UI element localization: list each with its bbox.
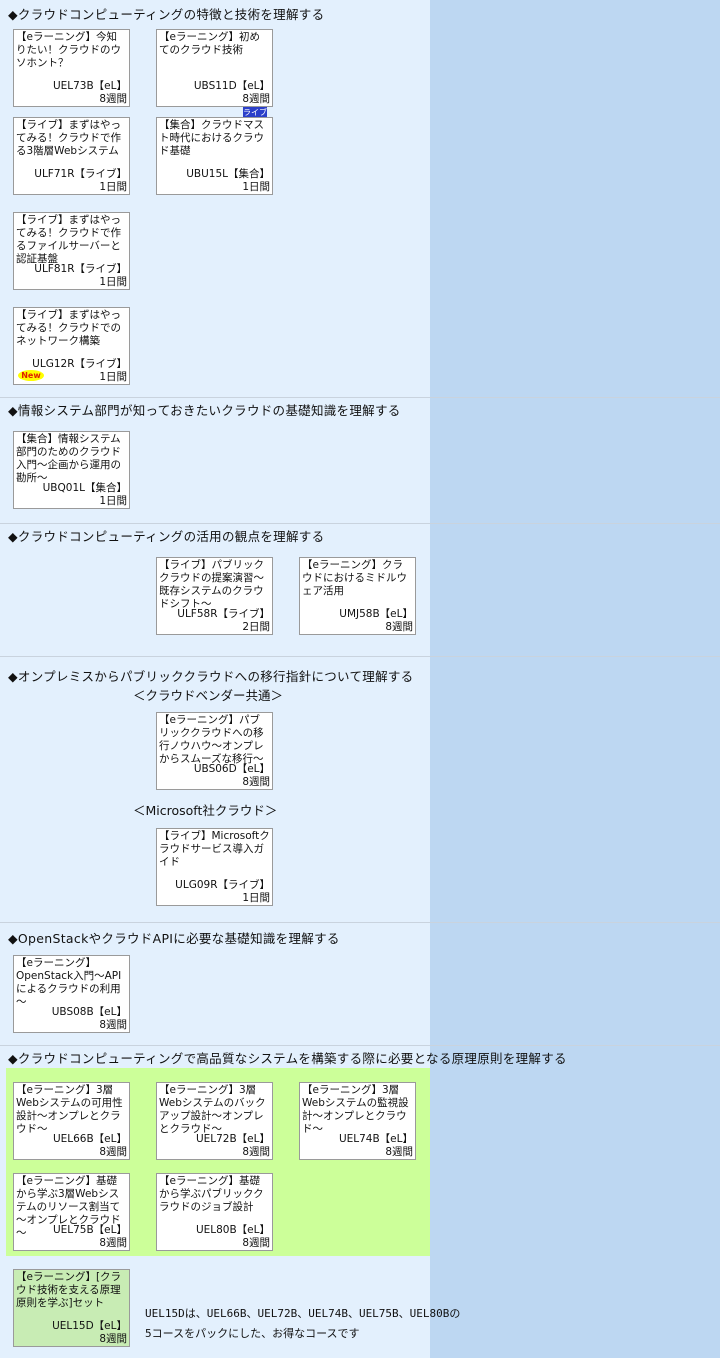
course-duration: 8週間 <box>242 93 270 105</box>
course-card[interactable]: 【集合】情報システム部門のためのクラウド入門～企画から運用の勘所～ UBQ01L… <box>13 431 130 509</box>
course-code: UEL73B【eL】 <box>52 80 127 92</box>
set-description: UEL15Dは、UEL66B、UEL72B、UEL74B、UEL75B、UEL8… <box>145 1304 460 1344</box>
course-code: UBU15L【集合】 <box>186 168 270 180</box>
section-heading: ◆OpenStackやクラウドAPIに必要な基礎知識を理解する <box>8 931 340 946</box>
course-code: ULF81R【ライブ】 <box>34 263 127 275</box>
course-title[interactable]: 【eラーニング】基礎から学ぶパブリッククラウドのジョブ設計 <box>159 1175 264 1213</box>
section-heading: ◆オンプレミスからパブリッククラウドへの移行指針について理解する <box>8 669 414 684</box>
course-title[interactable]: 【集合】クラウドマスト時代におけるクラウド基礎 <box>159 119 264 157</box>
course-code: UBS11D【eL】 <box>193 80 270 92</box>
course-card[interactable]: 【ライブ】パブリッククラウドの提案演習～既存システムのクラウドシフト～ ULF5… <box>156 557 273 635</box>
course-duration: 1日間 <box>99 181 127 193</box>
course-duration: 2日間 <box>242 621 270 633</box>
course-title[interactable]: 【ライブ】まずはやってみる！クラウドで作るファイルサーバーと認証基盤 <box>16 214 121 265</box>
course-duration: 1日間 <box>99 495 127 507</box>
course-title[interactable]: 【eラーニング】初めてのクラウド技術 <box>159 31 260 56</box>
course-code: UMJ58B【eL】 <box>339 608 413 620</box>
course-title[interactable]: 【eラーニング】クラウドにおけるミドルウェア活用 <box>302 559 407 597</box>
course-code: UEL75B【eL】 <box>52 1224 127 1236</box>
course-code: ULG12R【ライブ】 <box>32 358 127 370</box>
course-card[interactable]: 【eラーニング】OpenStack入門～APIによるクラウドの利用～ UBS08… <box>13 955 130 1033</box>
course-card[interactable]: 【eラーニング】3層Webシステムのバックアップ設計～オンプレとクラウド～ UE… <box>156 1082 273 1160</box>
course-code: UBS06D【eL】 <box>193 763 270 775</box>
course-code: UBQ01L【集合】 <box>42 482 127 494</box>
course-code: UEL72B【eL】 <box>195 1133 270 1145</box>
course-card[interactable]: 【eラーニング】パブリッククラウドへの移行ノウハウ～オンプレからスムーズな移行～… <box>156 712 273 790</box>
course-title[interactable]: 【eラーニング】今知りたい！クラウドのウソホント？ <box>16 31 121 69</box>
course-title[interactable]: 【eラーニング】パブリッククラウドへの移行ノウハウ～オンプレからスムーズな移行～ <box>159 714 264 765</box>
course-card[interactable]: 【eラーニング】3層Webシステムの監視設計～オンプレとクラウド～ UEL74B… <box>299 1082 416 1160</box>
course-duration: 1日間 <box>242 181 270 193</box>
course-title[interactable]: 【eラーニング】3層Webシステムの可用性設計～オンプレとクラウド～ <box>16 1084 123 1135</box>
section-heading: ◆クラウドコンピューティングの特徴と技術を理解する <box>8 7 325 22</box>
course-title[interactable]: 【ライブ】パブリッククラウドの提案演習～既存システムのクラウドシフト～ <box>159 559 264 610</box>
course-card[interactable]: 【eラーニング】[クラウド技術を支える原理原則を学ぶ]セット UEL15D【eL… <box>13 1269 130 1347</box>
section-heading: ◆クラウドコンピューティングで高品質なシステムを構築する際に必要となる原理原則を… <box>8 1051 567 1066</box>
course-title[interactable]: 【ライブ】まずはやってみる！クラウドで作る3階層Webシステム <box>16 119 121 157</box>
course-code: ULG09R【ライブ】 <box>175 879 270 891</box>
course-code: UEL15D【eL】 <box>52 1320 127 1332</box>
course-duration: 8週間 <box>242 1237 270 1249</box>
course-code: UEL80B【eL】 <box>195 1224 270 1236</box>
course-code: UEL66B【eL】 <box>52 1133 127 1145</box>
new-badge: New <box>18 370 44 381</box>
course-title[interactable]: 【eラーニング】OpenStack入門～APIによるクラウドの利用～ <box>16 957 122 1008</box>
course-card[interactable]: 【ライブ】Microsoftクラウドサービス導入ガイド ULG09R【ライブ】 … <box>156 828 273 906</box>
course-duration: 8週間 <box>99 93 127 105</box>
course-title[interactable]: 【ライブ】Microsoftクラウドサービス導入ガイド <box>159 830 270 868</box>
section-divider <box>0 922 720 923</box>
course-duration: 8週間 <box>385 1146 413 1158</box>
course-code: ULF71R【ライブ】 <box>34 168 127 180</box>
course-duration: 8週間 <box>99 1146 127 1158</box>
course-card[interactable]: 【eラーニング】今知りたい！クラウドのウソホント？ UEL73B【eL】 8週間 <box>13 29 130 107</box>
course-card[interactable]: 【ライブ】まずはやってみる！クラウドで作る3階層Webシステム ULF71R【ラ… <box>13 117 130 195</box>
course-duration: 8週間 <box>99 1237 127 1249</box>
set-description-line: 5コースをパックにした、お得なコースです <box>145 1327 360 1340</box>
course-title[interactable]: 【eラーニング】3層Webシステムの監視設計～オンプレとクラウド～ <box>302 1084 409 1135</box>
section-divider <box>0 656 720 657</box>
course-card[interactable]: 【eラーニング】初めてのクラウド技術 UBS11D【eL】 8週間 <box>156 29 273 107</box>
section-divider <box>0 397 720 398</box>
section-heading: ◆情報システム部門が知っておきたいクラウドの基礎知識を理解する <box>8 403 401 418</box>
course-duration: 8週間 <box>99 1019 127 1031</box>
course-duration: 8週間 <box>385 621 413 633</box>
course-card[interactable]: 【eラーニング】クラウドにおけるミドルウェア活用 UMJ58B【eL】 8週間 <box>299 557 416 635</box>
course-card[interactable]: 【eラーニング】3層Webシステムの可用性設計～オンプレとクラウド～ UEL66… <box>13 1082 130 1160</box>
course-title[interactable]: 【eラーニング】[クラウド技術を支える原理原則を学ぶ]セット <box>16 1271 122 1309</box>
course-title[interactable]: 【eラーニング】基礎から学ぶ3層Webシステムのリソース割当て～オンプレとクラウ… <box>16 1175 121 1239</box>
course-card[interactable]: 【集合】クラウドマスト時代におけるクラウド基礎 UBU15L【集合】 1日間 <box>156 117 273 195</box>
course-title[interactable]: 【eラーニング】3層Webシステムのバックアップ設計～オンプレとクラウド～ <box>159 1084 266 1135</box>
live-badge: ライブ <box>243 107 267 118</box>
course-duration: 8週間 <box>242 1146 270 1158</box>
course-title[interactable]: 【ライブ】まずはやってみる！クラウドでのネットワーク構築 <box>16 309 121 347</box>
course-duration: 1日間 <box>242 892 270 904</box>
subheading-vendor-common: ＜クラウドベンダー共通＞ <box>133 688 284 703</box>
course-card[interactable]: 【ライブ】まずはやってみる！クラウドで作るファイルサーバーと認証基盤 ULF81… <box>13 212 130 290</box>
section-divider <box>0 523 720 524</box>
course-code: ULF58R【ライブ】 <box>177 608 270 620</box>
course-duration: 8週間 <box>99 1333 127 1345</box>
subheading-microsoft: ＜Microsoft社クラウド＞ <box>133 803 278 818</box>
course-duration: 8週間 <box>242 776 270 788</box>
course-card[interactable]: 【eラーニング】基礎から学ぶ3層Webシステムのリソース割当て～オンプレとクラウ… <box>13 1173 130 1251</box>
course-title[interactable]: 【集合】情報システム部門のためのクラウド入門～企画から運用の勘所～ <box>16 433 121 484</box>
course-code: UEL74B【eL】 <box>338 1133 413 1145</box>
course-card[interactable]: 【ライブ】まずはやってみる！クラウドでのネットワーク構築 ULG12R【ライブ】… <box>13 307 130 385</box>
section-heading: ◆クラウドコンピューティングの活用の観点を理解する <box>8 529 325 544</box>
course-code: UBS08B【eL】 <box>51 1006 127 1018</box>
set-description-line: UEL15Dは、UEL66B、UEL72B、UEL74B、UEL75B、UEL8… <box>145 1307 461 1320</box>
course-duration: 1日間 <box>99 371 127 383</box>
section-divider <box>0 1045 720 1046</box>
course-card[interactable]: 【eラーニング】基礎から学ぶパブリッククラウドのジョブ設計 UEL80B【eL】… <box>156 1173 273 1251</box>
course-duration: 1日間 <box>99 276 127 288</box>
